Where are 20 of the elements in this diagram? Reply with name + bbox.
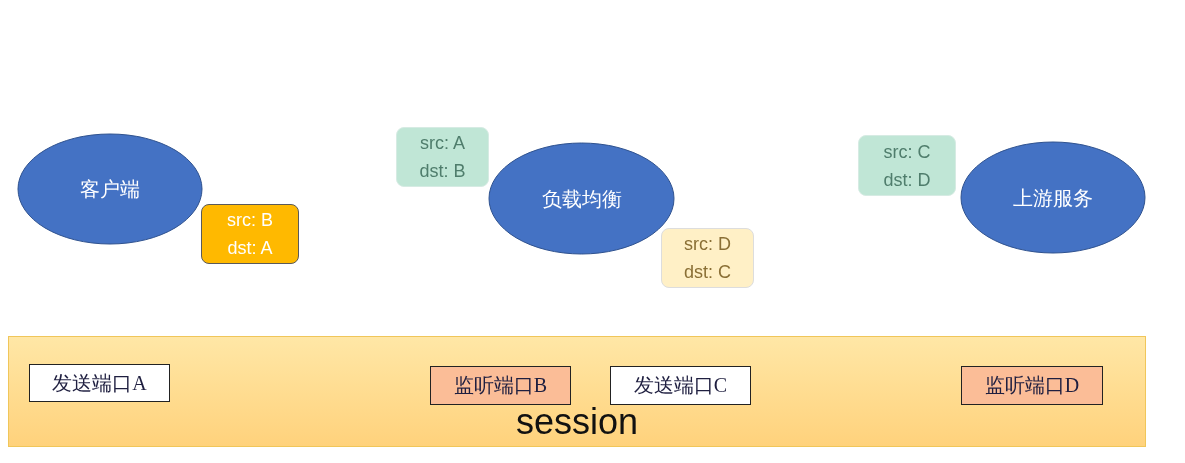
node-label: 上游服务 bbox=[1012, 184, 1094, 211]
port-label: 监听端口B bbox=[430, 366, 571, 405]
packet-card bbox=[396, 127, 489, 187]
packet-field-text: src: B bbox=[227, 209, 273, 232]
packet-field-text: src: D bbox=[684, 233, 731, 256]
packet-field-text: dst: D bbox=[883, 168, 931, 192]
packet-field-text: dst: A bbox=[227, 237, 273, 260]
session-band bbox=[8, 336, 1146, 447]
port-label: 发送端口C bbox=[610, 366, 751, 405]
node-label: 负载均衡 bbox=[540, 185, 623, 212]
port-label: 监听端口D bbox=[961, 366, 1103, 405]
packet-card bbox=[858, 135, 956, 196]
packet-field-text: src: A bbox=[420, 132, 465, 155]
packet-field-text: src: C bbox=[883, 140, 931, 164]
packet-card bbox=[201, 204, 299, 264]
packet-card bbox=[661, 228, 754, 288]
packet-field-text: dst: B bbox=[419, 160, 466, 183]
packet-field-text: dst: C bbox=[684, 261, 731, 284]
node-label: 客户端 bbox=[79, 175, 141, 203]
port-label: 发送端口A bbox=[29, 364, 170, 402]
